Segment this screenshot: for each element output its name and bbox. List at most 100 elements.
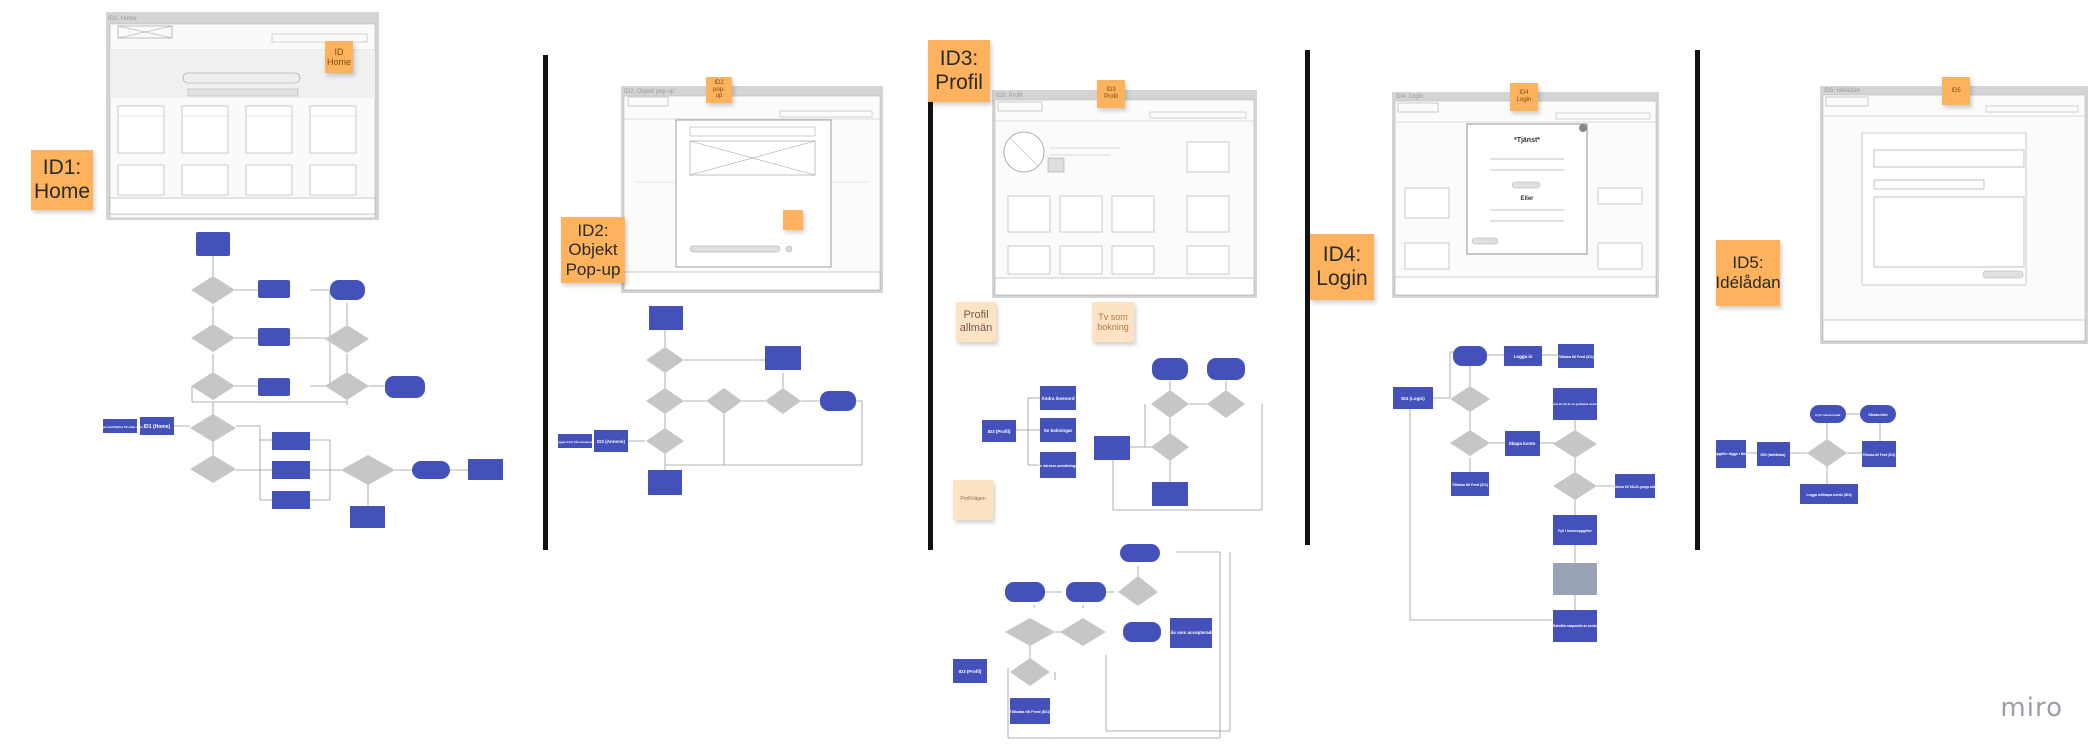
flow-node[interactable] bbox=[258, 280, 290, 298]
sticky-login-small[interactable]: ID4 Login bbox=[1510, 83, 1538, 111]
decision-node[interactable] bbox=[1807, 439, 1847, 467]
flow-node-entry[interactable] bbox=[103, 419, 137, 433]
decision-node[interactable] bbox=[1450, 430, 1490, 456]
decision-node[interactable] bbox=[1005, 618, 1055, 646]
flow-node[interactable] bbox=[1152, 482, 1188, 506]
flow-node[interactable] bbox=[350, 506, 385, 528]
flow-node[interactable] bbox=[258, 328, 290, 346]
flow-terminal[interactable] bbox=[1120, 544, 1160, 562]
flow-node[interactable] bbox=[648, 470, 682, 495]
flow-node-login[interactable] bbox=[1504, 346, 1542, 366]
flow-node-ide-entry[interactable] bbox=[1716, 440, 1746, 468]
flow-node-id3[interactable] bbox=[982, 420, 1016, 442]
flowchart-popup-nodes[interactable]: Loggar in/ut från annonsen ID2 (Annons) bbox=[556, 306, 856, 495]
flow-node-id5[interactable] bbox=[1757, 442, 1790, 466]
flowchart-home[interactable] bbox=[163, 256, 468, 506]
decision-node[interactable] bbox=[646, 388, 684, 414]
decision-node[interactable] bbox=[1207, 390, 1245, 418]
decision-node[interactable] bbox=[1118, 576, 1158, 606]
flow-terminal[interactable] bbox=[1152, 358, 1188, 380]
flow-node-id4[interactable] bbox=[1393, 387, 1433, 409]
sticky-profil-lagen[interactable]: Profil-lägen bbox=[953, 480, 993, 520]
flow-terminal[interactable] bbox=[1207, 358, 1245, 380]
decision-node[interactable] bbox=[1010, 658, 1050, 686]
flow-node[interactable] bbox=[272, 432, 310, 450]
flow-node-done[interactable] bbox=[1553, 610, 1597, 642]
wireframe-popup[interactable]: ID2: Objekt pop-up bbox=[621, 86, 883, 293]
wireframe-idelada[interactable]: ID5: Idélådan bbox=[1820, 86, 2088, 344]
flow-node-id1[interactable] bbox=[140, 417, 174, 435]
decision-node[interactable] bbox=[191, 372, 235, 400]
flowchart-login[interactable] bbox=[1409, 351, 1615, 621]
sticky-popup-inner[interactable] bbox=[783, 210, 803, 230]
flowchart-login-nodes[interactable]: ID4 (Login) Logga in Tillbaka till Feed … bbox=[1393, 344, 1656, 642]
flow-node-login-feed[interactable] bbox=[1558, 344, 1594, 368]
decision-node[interactable] bbox=[341, 455, 395, 485]
flow-node-ide-log[interactable] bbox=[1800, 484, 1858, 504]
flow-terminal-send[interactable] bbox=[1860, 405, 1896, 423]
decision-node[interactable] bbox=[1060, 618, 1106, 646]
wireframe-profil[interactable]: ID3: Profil bbox=[992, 90, 1257, 298]
flow-node-ok[interactable] bbox=[1615, 474, 1655, 498]
flow-node-pending[interactable] bbox=[1553, 563, 1597, 595]
flowchart-popup[interactable] bbox=[628, 330, 863, 470]
decision-node[interactable] bbox=[191, 324, 235, 352]
flowchart-home-nodes[interactable]: ID1 (Home) Loggar in/ut/flytter till oli… bbox=[97, 232, 503, 528]
flow-node[interactable] bbox=[258, 378, 290, 396]
flow-node-like[interactable] bbox=[1170, 618, 1212, 648]
flowchart-idelada-nodes[interactable]: Uppgifter läggs i lådan ID5 (Idélådan) F… bbox=[1712, 405, 1896, 504]
flow-node-ide-feed[interactable] bbox=[1862, 441, 1896, 467]
sticky-idelada-small[interactable]: ID5 bbox=[1942, 77, 1970, 105]
decision-node[interactable] bbox=[325, 325, 369, 353]
flow-terminal[interactable] bbox=[385, 376, 425, 398]
decision-node[interactable] bbox=[190, 414, 236, 442]
sticky-id1-home[interactable]: ID1: Home bbox=[31, 150, 93, 210]
sticky-popup-small[interactable]: ID2 pop-up bbox=[706, 77, 732, 103]
decision-node[interactable] bbox=[1553, 472, 1597, 500]
decision-node[interactable] bbox=[765, 388, 801, 414]
decision-node[interactable] bbox=[325, 372, 369, 400]
wireframe-login[interactable]: ID4: Login *Tjänst* Eller bbox=[1392, 92, 1659, 298]
decision-node[interactable] bbox=[706, 388, 742, 414]
flow-terminal[interactable] bbox=[1005, 582, 1045, 602]
flow-node[interactable] bbox=[272, 491, 310, 509]
flow-node-change-pw[interactable] bbox=[1040, 386, 1076, 410]
sticky-profil-small[interactable]: ID3 Profil bbox=[1097, 80, 1125, 108]
flow-terminal[interactable] bbox=[820, 391, 856, 411]
flow-node-create[interactable] bbox=[1505, 431, 1540, 456]
decision-node[interactable] bbox=[1151, 433, 1189, 461]
flow-node-id3b[interactable] bbox=[953, 659, 987, 683]
flow-node-bookings[interactable] bbox=[1040, 418, 1076, 442]
flowchart-profil-nodes[interactable]: ID3 (Profil) Ändra lösenord Se bokningar… bbox=[953, 358, 1245, 724]
sticky-id4-login[interactable]: ID4: Login bbox=[1310, 234, 1374, 300]
flow-node-fill[interactable] bbox=[1553, 515, 1597, 545]
flow-node[interactable] bbox=[272, 461, 310, 479]
decision-node[interactable] bbox=[646, 428, 684, 454]
decision-node[interactable] bbox=[191, 276, 235, 304]
flow-node-login-feed2[interactable] bbox=[1451, 472, 1489, 496]
flow-terminal-write[interactable] bbox=[1810, 405, 1846, 423]
sticky-home-small[interactable]: ID Home bbox=[325, 41, 353, 73]
flow-terminal[interactable] bbox=[1066, 582, 1106, 602]
flow-node-verify[interactable] bbox=[1553, 388, 1597, 420]
decision-node[interactable] bbox=[646, 347, 684, 373]
flow-node[interactable] bbox=[649, 306, 683, 330]
flow-node-feed[interactable] bbox=[1010, 698, 1050, 724]
sticky-profil-allman[interactable]: Profil allmän bbox=[956, 302, 996, 342]
decision-node[interactable] bbox=[190, 455, 236, 483]
flow-node[interactable] bbox=[1094, 436, 1130, 460]
flowchart-idelada[interactable] bbox=[1746, 413, 1881, 484]
flow-node[interactable] bbox=[468, 459, 503, 480]
decision-node[interactable] bbox=[1553, 430, 1597, 458]
sticky-id3-profil[interactable]: ID3: Profil bbox=[928, 40, 990, 102]
flow-terminal[interactable] bbox=[412, 461, 450, 479]
flow-node-interest[interactable] bbox=[1040, 452, 1076, 478]
decision-node[interactable] bbox=[1151, 390, 1189, 418]
flow-terminal[interactable] bbox=[1123, 622, 1161, 642]
decision-node[interactable] bbox=[1450, 386, 1490, 412]
sticky-tv-bokning[interactable]: Tv som bokning bbox=[1092, 302, 1134, 342]
wireframe-home[interactable]: ID1: Home bbox=[106, 12, 379, 220]
flow-node-id2[interactable] bbox=[594, 430, 628, 452]
flow-terminal[interactable] bbox=[1453, 346, 1487, 366]
